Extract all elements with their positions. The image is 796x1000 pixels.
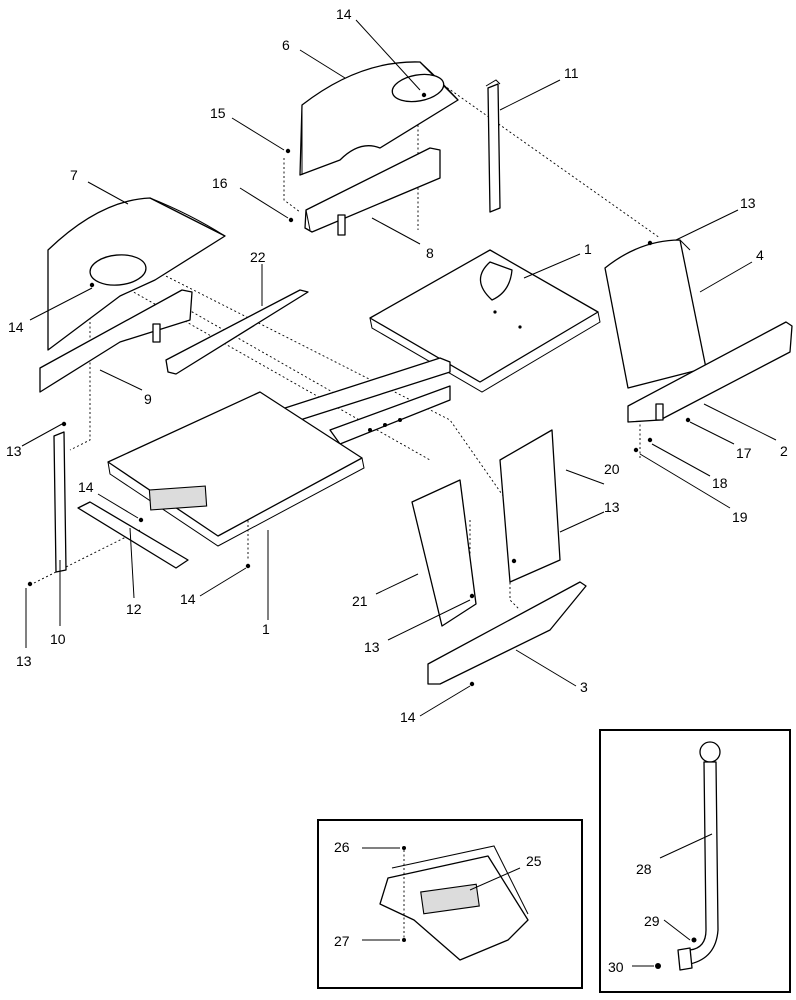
nut-icon	[138, 517, 144, 523]
bolt-icon	[61, 421, 67, 427]
nut-icon	[245, 563, 251, 569]
callout-label: 20	[604, 461, 620, 477]
part-8-bracket	[304, 147, 441, 236]
callout-label: 14	[336, 6, 352, 22]
callout-label: 3	[580, 679, 588, 695]
inset-box-floor-mat	[317, 819, 583, 989]
callout-label: 17	[736, 445, 752, 461]
callout-label: 16	[212, 175, 228, 191]
callout-label: 6	[282, 37, 290, 53]
nut-icon	[469, 681, 475, 687]
part-7-fender	[47, 197, 226, 351]
fasteners	[27, 148, 691, 687]
callout-label: 19	[732, 509, 748, 525]
callout-label: 29	[644, 913, 660, 929]
callout-label: 27	[334, 933, 350, 949]
callout-label: 7	[70, 167, 78, 183]
assembly-line	[129, 289, 431, 461]
callout-label: 18	[712, 475, 728, 491]
part-20-panel	[499, 429, 561, 583]
part-9-rail	[39, 289, 193, 393]
part-12-bar	[77, 501, 189, 569]
bolt-icon	[685, 417, 691, 423]
callout-label: 4	[756, 247, 764, 263]
part-1-panel-right	[369, 249, 601, 393]
callout-label: 13	[604, 499, 620, 515]
callout-label: 12	[126, 601, 142, 617]
nut-icon	[89, 282, 95, 288]
part-3-rail	[427, 581, 587, 685]
callout-label: 2	[780, 443, 788, 459]
callout-label: 22	[250, 249, 266, 265]
part-1-panel-left	[107, 391, 365, 547]
callout-label: 14	[8, 319, 24, 335]
part-11-post	[485, 79, 501, 213]
callout-label: 11	[564, 65, 579, 81]
leader-lines	[21, 19, 777, 717]
callout-label: 10	[50, 631, 66, 647]
bolt-icon	[691, 937, 697, 943]
callout-label: 1	[262, 621, 270, 637]
callout-label: 13	[6, 443, 22, 459]
part-10-bar	[53, 431, 67, 573]
part-2-rail	[627, 321, 793, 423]
nut-icon	[402, 938, 406, 942]
callout-label: 26	[334, 839, 350, 855]
callout-label: 13	[740, 195, 756, 211]
callout-label: 14	[180, 591, 196, 607]
part-4-fender	[604, 239, 707, 389]
callout-label: 21	[352, 593, 368, 609]
bolt-icon	[511, 558, 517, 564]
callout-label: 13	[364, 639, 380, 655]
callout-label: 14	[78, 479, 94, 495]
callout-label: 8	[426, 245, 434, 261]
nut-icon	[288, 217, 294, 223]
nut-icon	[655, 963, 661, 969]
inset-box-handle	[599, 729, 791, 993]
part-21-panel	[411, 479, 477, 627]
assembly-line	[283, 158, 301, 213]
callout-labels: 14 6 11 15 16 7 8 13 4 22 1 14 9 2 17 13…	[6, 6, 788, 975]
nut-icon	[633, 447, 639, 453]
chassis-frame	[284, 357, 451, 445]
assembly-line	[29, 529, 141, 586]
bolt-icon	[402, 846, 406, 850]
assembly-line	[424, 71, 661, 239]
part-22-slat	[165, 289, 309, 375]
bolt-icon	[469, 593, 475, 599]
bolt-icon	[285, 148, 291, 154]
bolt-icon	[27, 581, 33, 587]
callout-label: 25	[526, 853, 542, 869]
washer-icon	[647, 437, 653, 443]
callout-label: 13	[16, 653, 32, 669]
assembly-line	[179, 304, 351, 403]
callout-label: 14	[400, 709, 416, 725]
knob-icon	[699, 741, 721, 763]
callout-label: 15	[210, 105, 226, 121]
callout-label: 9	[144, 391, 152, 407]
callout-label: 30	[608, 959, 624, 975]
callout-label: 28	[636, 861, 652, 877]
callout-label: 1	[584, 241, 592, 257]
